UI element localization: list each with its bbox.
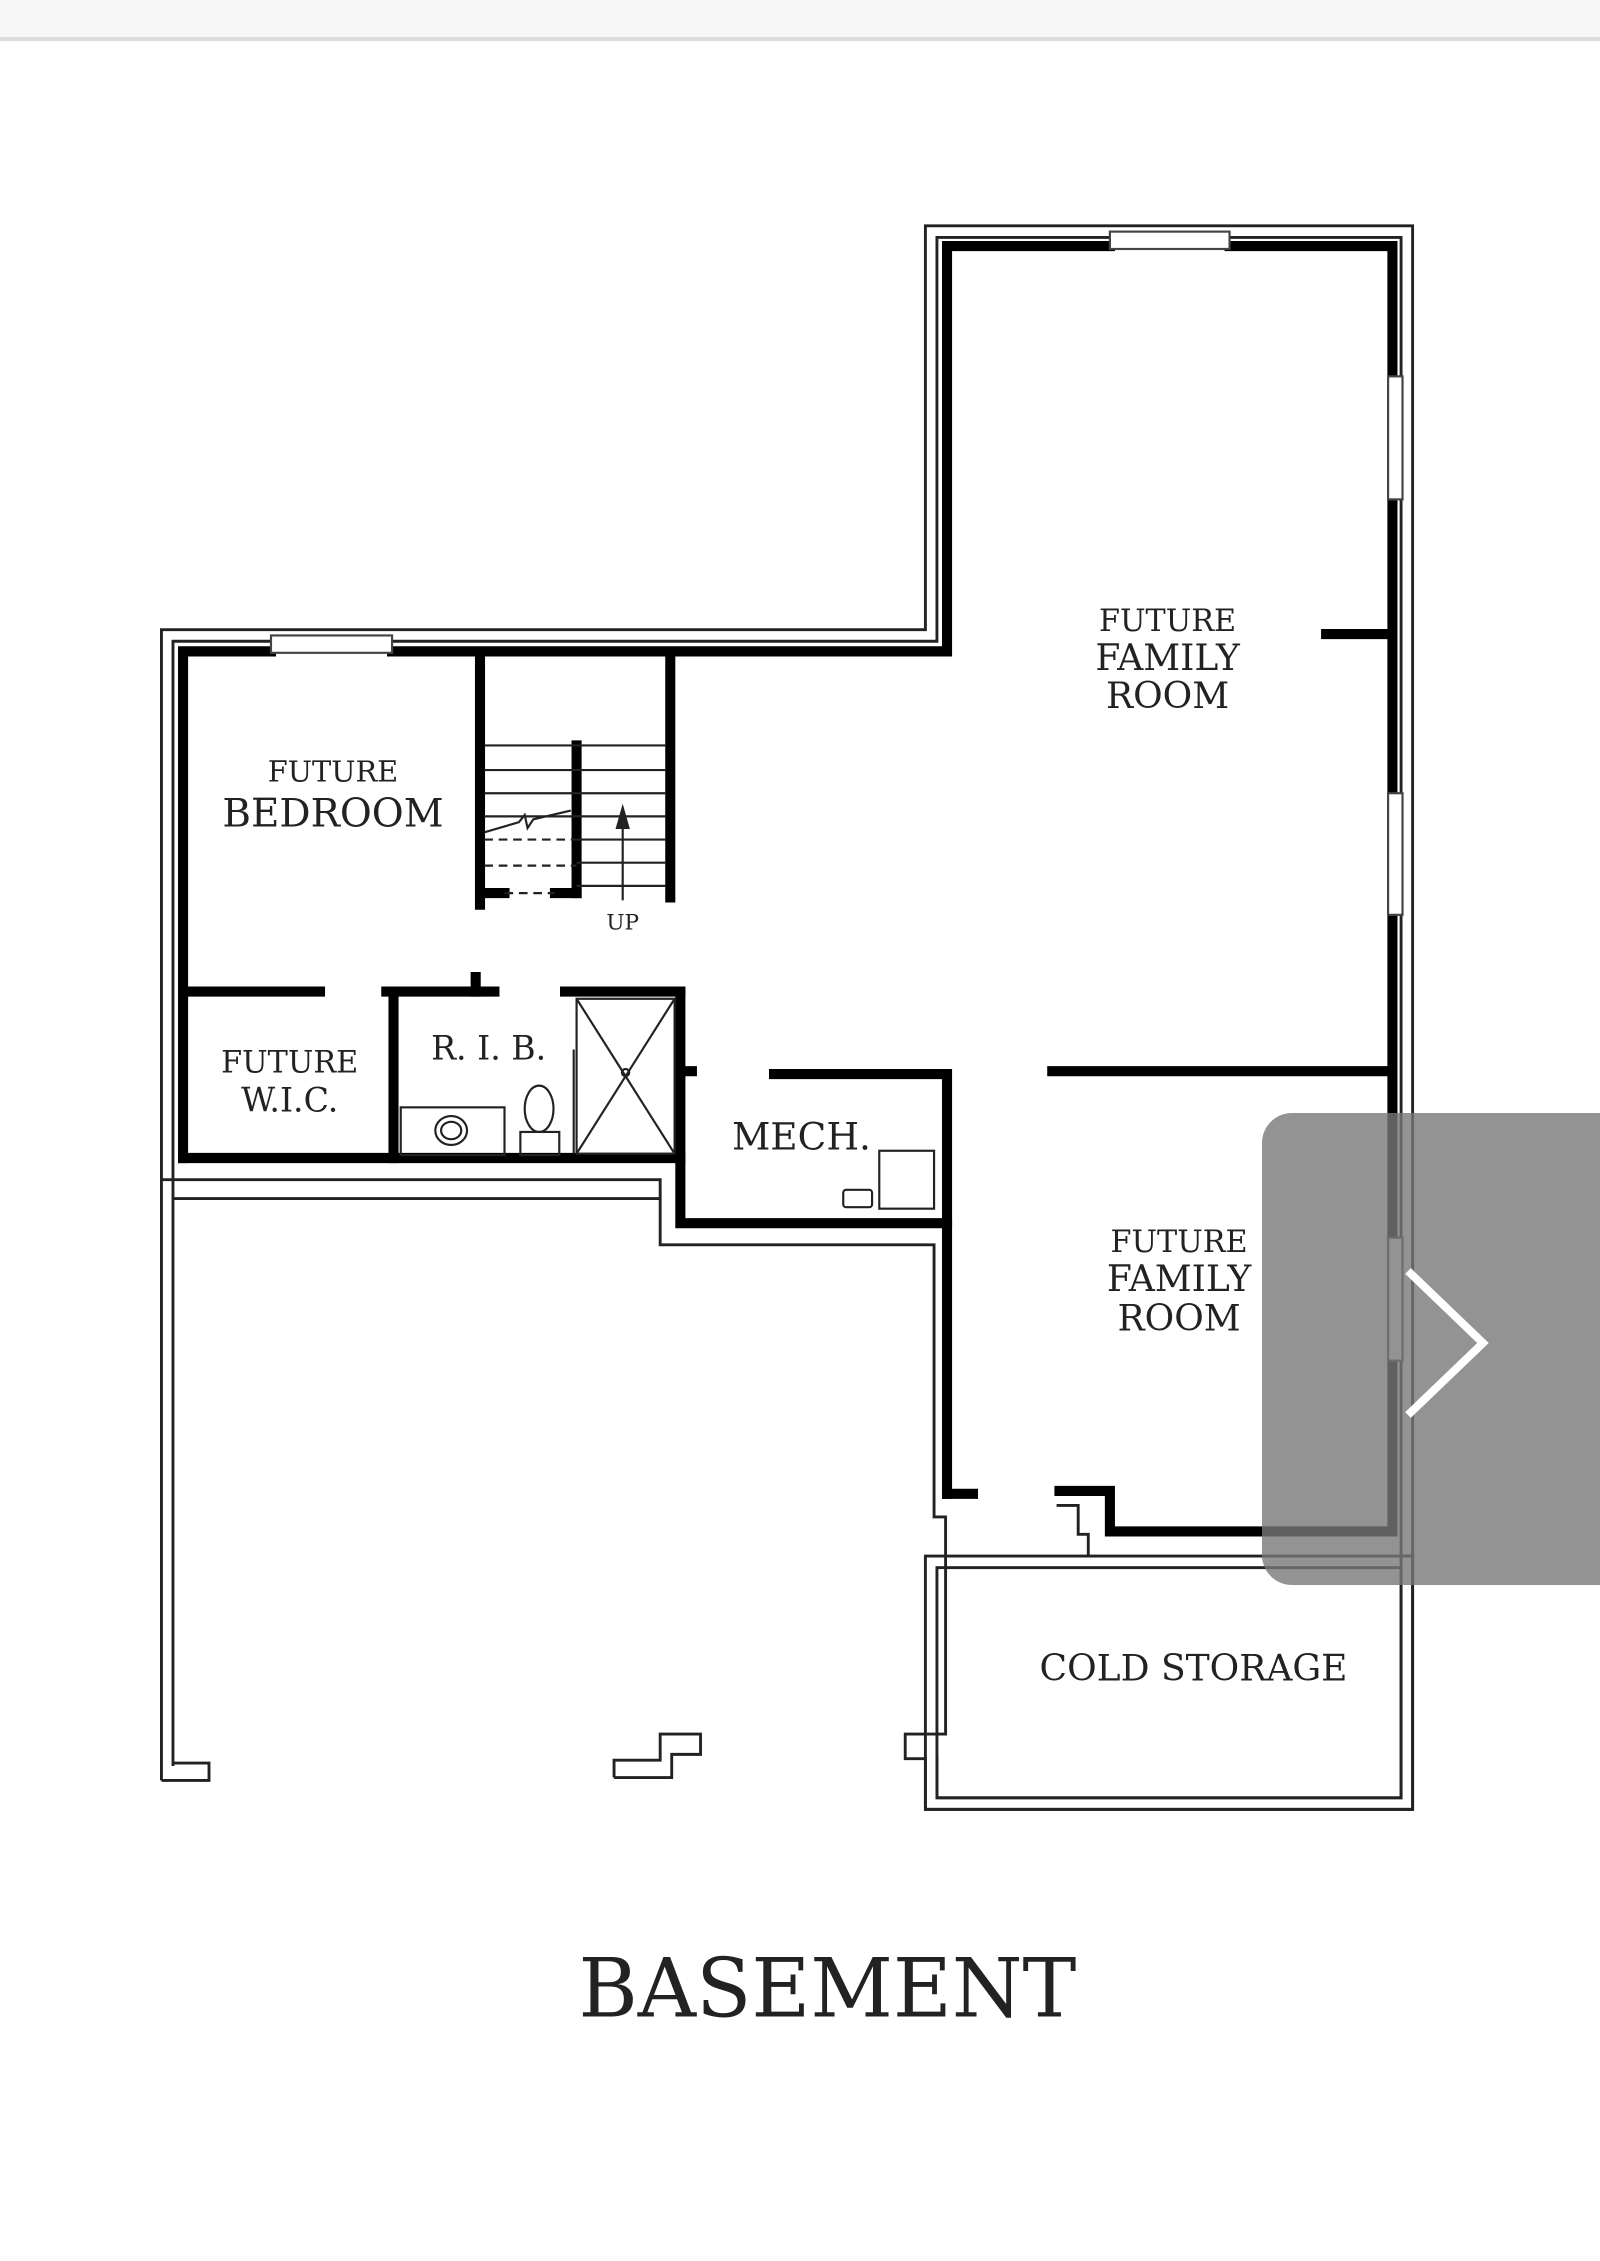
top-bar [0, 0, 1600, 41]
wic-label-2: W.I.C. [241, 1081, 338, 1120]
family-room-1-label-3: ROOM [1106, 674, 1229, 717]
chevron-right-icon [1405, 1268, 1489, 1418]
rib-label: R. I. B. [431, 1029, 546, 1068]
bedroom-label-small: FUTURE [268, 755, 399, 789]
mech-label: MECH. [732, 1114, 871, 1158]
family-room-1-label-2: FAMILY [1095, 636, 1241, 679]
floor-title: BASEMENT [578, 1942, 1076, 2036]
exterior-walls [160, 224, 1415, 1811]
bedroom-label: BEDROOM [222, 791, 443, 836]
family-room-2-label-1: FUTURE [1111, 1225, 1248, 1260]
cold-storage-label: COLD STORAGE [1040, 1646, 1348, 1689]
family-room-2-label-2: FAMILY [1107, 1257, 1253, 1300]
bathroom-fixtures [399, 997, 936, 1210]
family-room-2-label-3: ROOM [1118, 1296, 1241, 1339]
staircase [484, 744, 666, 901]
wic-label-1: FUTURE [221, 1046, 358, 1081]
stairs-up-label: UP [606, 910, 639, 935]
family-room-1-label-1: FUTURE [1099, 604, 1236, 639]
interior-walls [178, 241, 1398, 1537]
next-image-button[interactable] [1262, 1113, 1600, 1585]
